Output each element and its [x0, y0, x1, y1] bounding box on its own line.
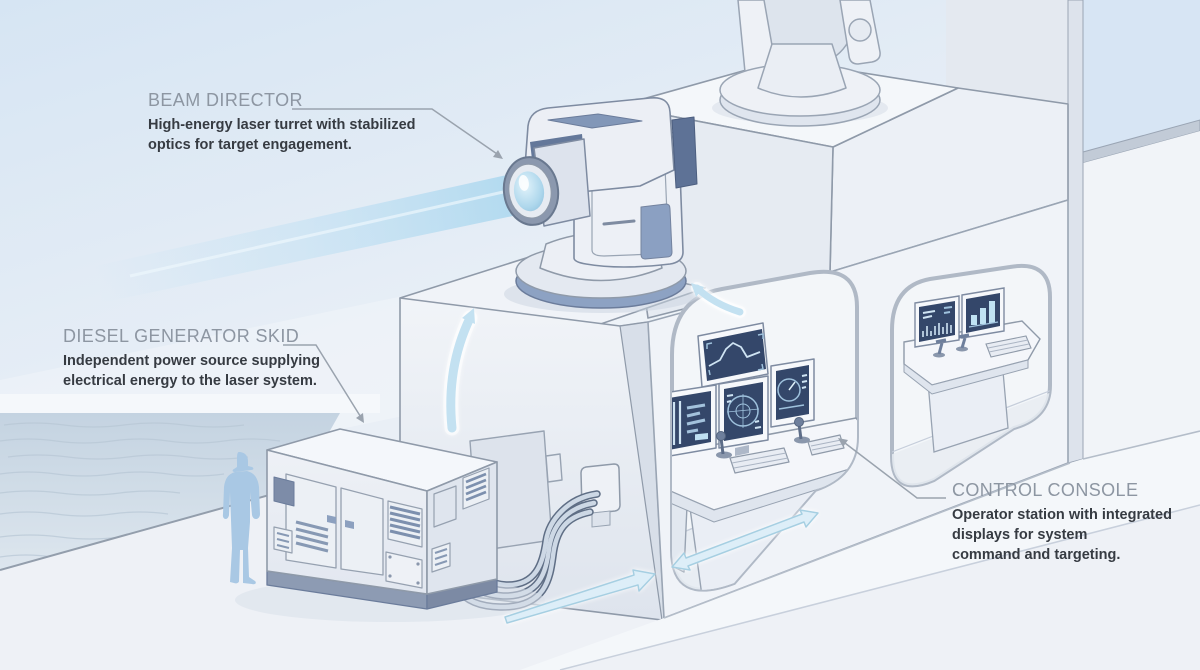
housing-top-inset: [547, 113, 643, 129]
generator-end-vent: [462, 467, 490, 510]
generator-louver-large: [387, 500, 423, 548]
console2-keyboard: [985, 335, 1032, 358]
console-keyboard: [729, 447, 790, 474]
horizon-band: [0, 394, 380, 413]
turret-body-panel: [640, 203, 673, 260]
power-flow-arrow-up: [443, 308, 478, 436]
corner-pillar: [1067, 0, 1084, 464]
diesel-generator-skid: [235, 428, 545, 622]
beam-director-turret: [502, 96, 700, 313]
right-sky-patch: [1083, 0, 1200, 152]
console-joystick-right: [794, 417, 810, 444]
console2-screen-levels: [914, 295, 960, 348]
door-louver-vent: [295, 520, 329, 553]
power-flow-arrows: [443, 282, 819, 624]
crew-figure: [222, 452, 260, 585]
callout-leaders: [283, 108, 946, 499]
console-joystick-left: [716, 431, 732, 459]
console-screen-radar: [718, 375, 769, 456]
generator-vent-small: [273, 526, 293, 554]
console-keypad: [807, 434, 845, 456]
console-screen-status: [672, 384, 717, 458]
generator-access-panel: [385, 551, 423, 589]
generator-vent-dark: [273, 476, 295, 507]
console-screen-gauge: [770, 358, 815, 428]
console2-joysticks: [933, 333, 970, 358]
laser-beam: [96, 172, 522, 304]
power-flow-arrow-double: [671, 509, 819, 571]
console2-screen-barchart: [961, 287, 1005, 339]
leader-diesel-generator: [283, 344, 363, 420]
console-screen-waveform: [697, 322, 769, 395]
leader-control-console: [840, 439, 946, 499]
housing-side-slab: [671, 116, 698, 189]
laser-beam-core: [129, 186, 522, 278]
radar-pivot-pin: [848, 18, 872, 42]
deck-walkway: [520, 430, 1200, 670]
power-flow-arrow-console-to-turret: [691, 282, 746, 318]
power-flow-arrow-deck: [504, 569, 656, 624]
turret-lens: [502, 156, 560, 226]
radar-pedestal: [757, 43, 847, 98]
door-handles: [327, 515, 354, 529]
radar-gimbal-mount: [712, 0, 888, 127]
bulwark-wall: [1083, 131, 1200, 459]
generator-end-vent-small: [431, 542, 451, 573]
leader-beam-director: [292, 108, 501, 157]
